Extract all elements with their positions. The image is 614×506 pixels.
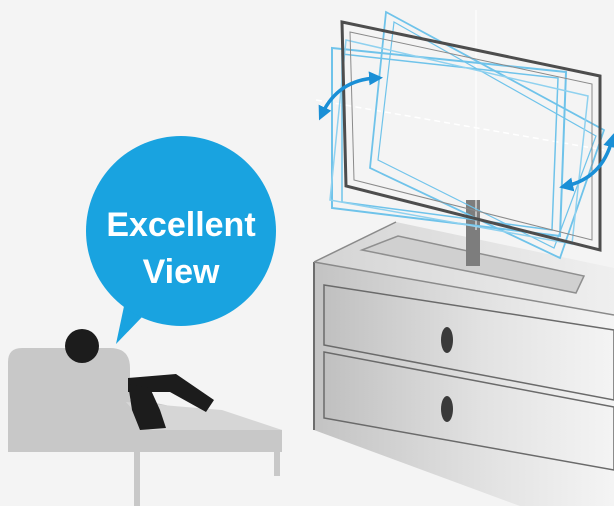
speech-bubble: Excellent View — [86, 136, 276, 344]
person-head — [65, 329, 99, 363]
speech-bubble-line1: Excellent — [106, 206, 255, 244]
speech-bubble-line2: View — [143, 253, 220, 291]
drawer-lower-handle — [441, 396, 453, 422]
sofa-leg — [134, 452, 140, 506]
rotate-right-icon — [566, 140, 612, 186]
sofa-leg — [274, 452, 280, 476]
drawer-upper-handle — [441, 327, 453, 353]
